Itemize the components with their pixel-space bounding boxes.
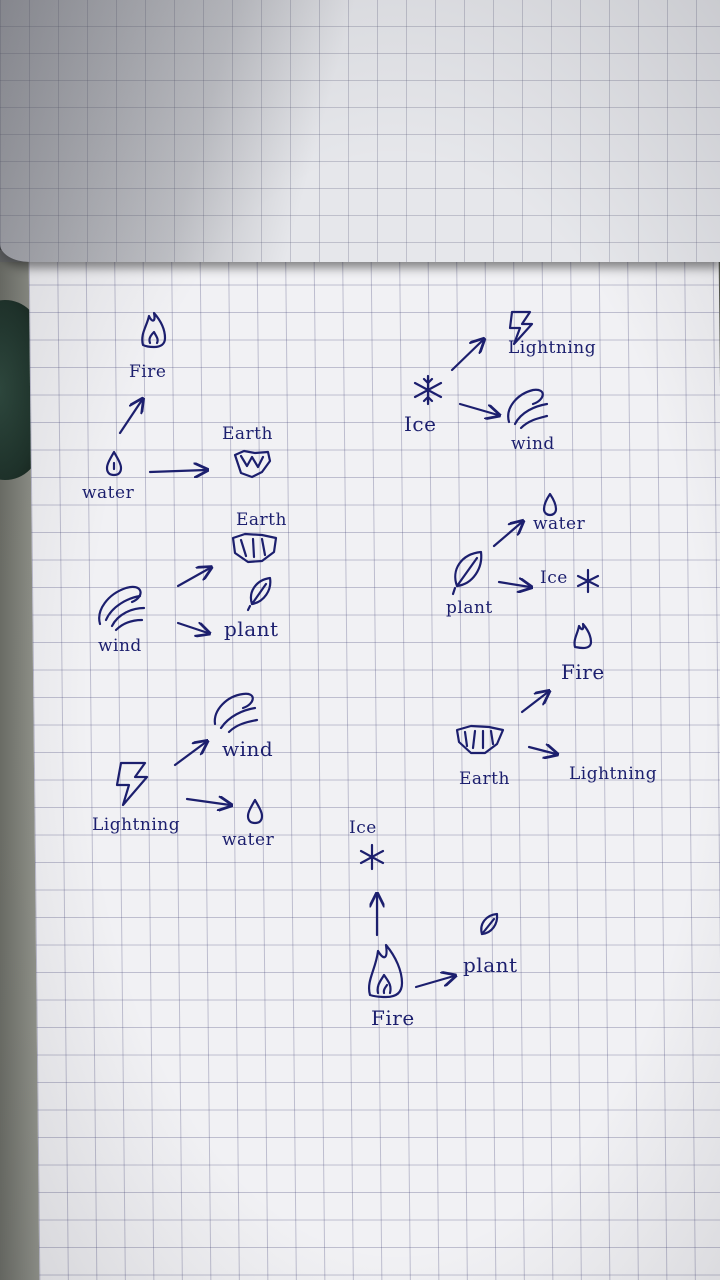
- earth-rock-icon: [231, 532, 278, 564]
- label-lightning: Lightning: [508, 338, 597, 358]
- arrow-lightning-wind: [173, 742, 206, 767]
- label-wind: wind: [98, 636, 142, 656]
- label-earth: Earth: [236, 510, 287, 530]
- arrow-plant-water: [492, 522, 522, 548]
- water-drop-icon: [542, 492, 558, 517]
- wind-icon: [507, 388, 549, 430]
- snowflake-icon: [576, 568, 600, 594]
- arrow-lightning-water: [185, 799, 230, 805]
- wind-icon: [213, 692, 259, 734]
- label-fire: Fire: [129, 362, 167, 382]
- label-water: water: [533, 514, 586, 534]
- leaf-icon: [246, 576, 272, 612]
- arrow-ice-lightning: [450, 340, 483, 372]
- label-wind: wind: [222, 737, 274, 761]
- label-water: water: [222, 830, 275, 850]
- leaf-icon: [451, 550, 483, 596]
- label-fire: Fire: [561, 660, 605, 684]
- label-plant: plant: [224, 617, 279, 641]
- label-earth: Earth: [222, 424, 273, 444]
- flame-icon: [141, 311, 167, 349]
- label-ice: Ice: [349, 818, 377, 838]
- snowflake-icon: [359, 843, 385, 871]
- leaf-icon: [480, 912, 499, 936]
- lightning-icon: [508, 310, 534, 346]
- label-water: water: [82, 483, 135, 503]
- snowflake-icon: [413, 374, 443, 406]
- arrow-fire-plant: [414, 976, 454, 989]
- label-fire: Fire: [371, 1006, 415, 1030]
- label-plant: plant: [463, 953, 518, 977]
- arrow-wind-earth: [176, 568, 210, 588]
- arrow-ice-wind: [458, 402, 498, 415]
- earth-rock-icon: [455, 724, 505, 755]
- arrow-earth-lightning: [527, 747, 556, 754]
- water-drop-icon: [105, 450, 123, 477]
- label-plant: plant: [446, 598, 493, 618]
- arrow-earth-fire: [520, 692, 548, 714]
- lightning-icon: [115, 761, 149, 807]
- arrow-wind-plant: [176, 623, 208, 633]
- flame-icon: [573, 622, 593, 650]
- arrow-water-earth: [148, 470, 206, 472]
- label-earth: Earth: [459, 769, 510, 789]
- arrow-plant-ice: [497, 582, 530, 587]
- label-wind: wind: [511, 434, 555, 454]
- arrow-water-fire: [118, 400, 142, 435]
- flame-icon: [368, 943, 404, 999]
- label-lightning: Lightning: [569, 764, 658, 784]
- label-lightning: Lightning: [92, 815, 181, 835]
- water-drop-icon: [246, 798, 264, 825]
- wind-icon: [98, 585, 146, 632]
- label-ice: Ice: [540, 568, 568, 588]
- earth-rock-icon: [233, 449, 272, 479]
- label-ice: Ice: [404, 412, 437, 436]
